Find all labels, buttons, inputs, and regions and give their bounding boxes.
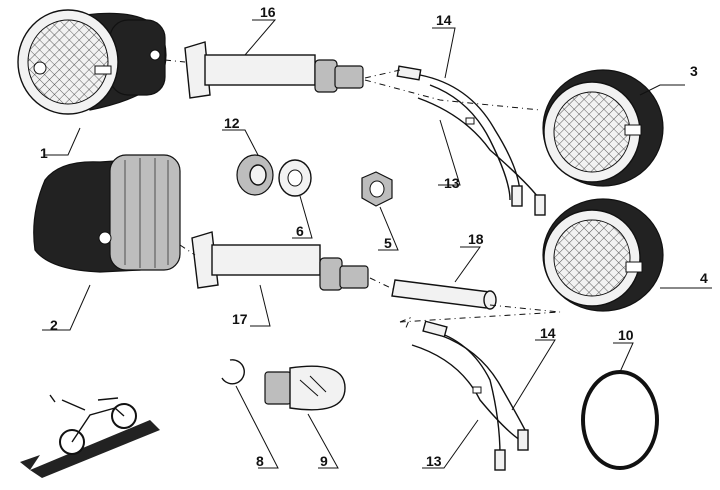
tube-part-16: [184, 41, 364, 99]
callout-8: 8: [256, 453, 264, 469]
callout-14-top: 14: [436, 12, 452, 28]
lamp-housing-part-2: [33, 154, 181, 273]
callout-4: 4: [700, 270, 708, 286]
gasket-ring-part-10: [581, 370, 659, 470]
lamp-lens-part-4: [542, 198, 664, 312]
callout-18: 18: [468, 231, 484, 247]
nut-part-5: [361, 171, 393, 207]
lamp-lens-part-3: [542, 69, 664, 187]
leader-lines: [42, 19, 712, 469]
callout-12: 12: [224, 115, 240, 131]
callout-14-bottom: 14: [540, 325, 556, 341]
grommet-part-12: [236, 154, 274, 196]
lamp-assembly-part-1: [17, 9, 167, 115]
callout-1: 1: [40, 145, 48, 161]
callout-13-top: 13: [444, 175, 460, 191]
callout-6: 6: [296, 223, 304, 239]
callout-10: 10: [618, 327, 634, 343]
sleeve-part-18: [391, 279, 497, 310]
callout-3: 3: [690, 63, 698, 79]
callout-16: 16: [260, 4, 276, 20]
assembly-guide-lines: [164, 59, 561, 331]
callout-13-bottom: 13: [426, 453, 442, 469]
tube-part-17: [191, 231, 369, 291]
callout-9: 9: [320, 453, 328, 469]
callout-17: 17: [232, 311, 248, 327]
clip-part-8: [221, 359, 245, 385]
motorcycle-location-icon: [20, 394, 160, 478]
callout-2: 2: [50, 317, 58, 333]
callout-5: 5: [384, 235, 392, 251]
wire-harness-top: [396, 65, 546, 216]
bulb-part-9: [264, 365, 346, 411]
washer-part-6: [278, 159, 312, 197]
wire-harness-bottom: [411, 320, 529, 471]
